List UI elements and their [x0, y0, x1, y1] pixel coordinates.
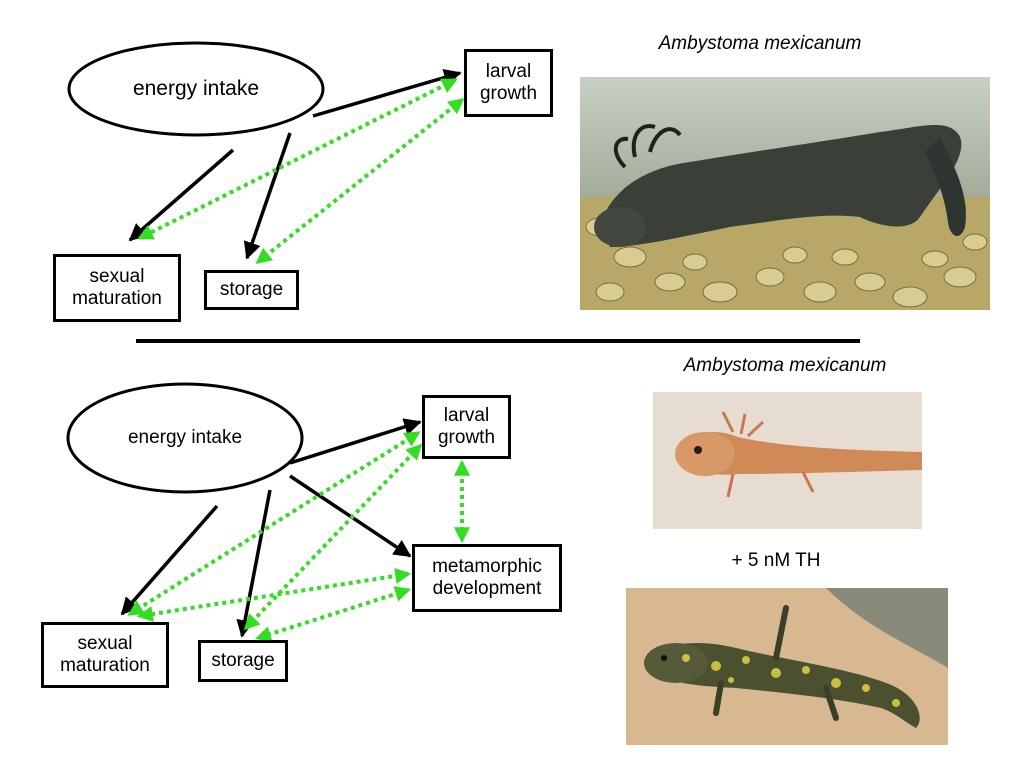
sexual-maturation-box-bottom: sexual maturation: [41, 622, 169, 688]
species-label-top: Ambystoma mexicanum: [658, 33, 862, 54]
arrow-energy-to-larval-growth-top: [312, 69, 462, 118]
arrow-energy-to-storage-bottom: [236, 489, 272, 638]
storage-label-top: storage: [219, 279, 284, 300]
treatment-label: + 5 nM TH: [731, 550, 821, 571]
metamorphic-development-box-bottom: metamorphic development: [412, 544, 562, 612]
metamorphosed-salamander-photo: [626, 588, 948, 745]
storage-box-top: storage: [204, 270, 299, 310]
arrow-energy-to-sexual-maturation-bottom: [120, 504, 219, 616]
storage-box-bottom: storage: [198, 640, 288, 682]
species-label-bottom: Ambystoma mexicanum: [683, 355, 887, 376]
larval-growth-label-bottom: larval growth: [437, 405, 496, 448]
arrow-energy-to-sexual-maturation-top: [128, 148, 235, 242]
sexual-maturation-box-top: sexual maturation: [53, 254, 181, 322]
tradeoff-larval-growth-storage-top: [255, 98, 465, 264]
arrow-energy-to-metamorphic-development-bottom: [289, 474, 412, 558]
tradeoff-metamorphic-storage-bottom: [254, 586, 412, 642]
sexual-maturation-label-bottom: sexual maturation: [60, 633, 150, 676]
larval-growth-label-top: larval growth: [479, 61, 538, 104]
energy-intake-label-bottom: energy intake: [127, 427, 243, 448]
larval-growth-box-bottom: larval growth: [422, 395, 511, 459]
storage-label-bottom: storage: [211, 650, 275, 671]
larval-growth-box-top: larval growth: [464, 49, 553, 117]
axolotl-in-tank-photo: [580, 77, 990, 310]
sexual-maturation-label-top: sexual maturation: [72, 266, 162, 309]
energy-intake-label-top: energy intake: [132, 77, 260, 100]
tradeoff-metamorphic-sexual-bottom: [136, 568, 412, 622]
larval-axolotl-photo: [653, 392, 922, 529]
metamorphic-development-label-bottom: metamorphic development: [432, 556, 542, 599]
